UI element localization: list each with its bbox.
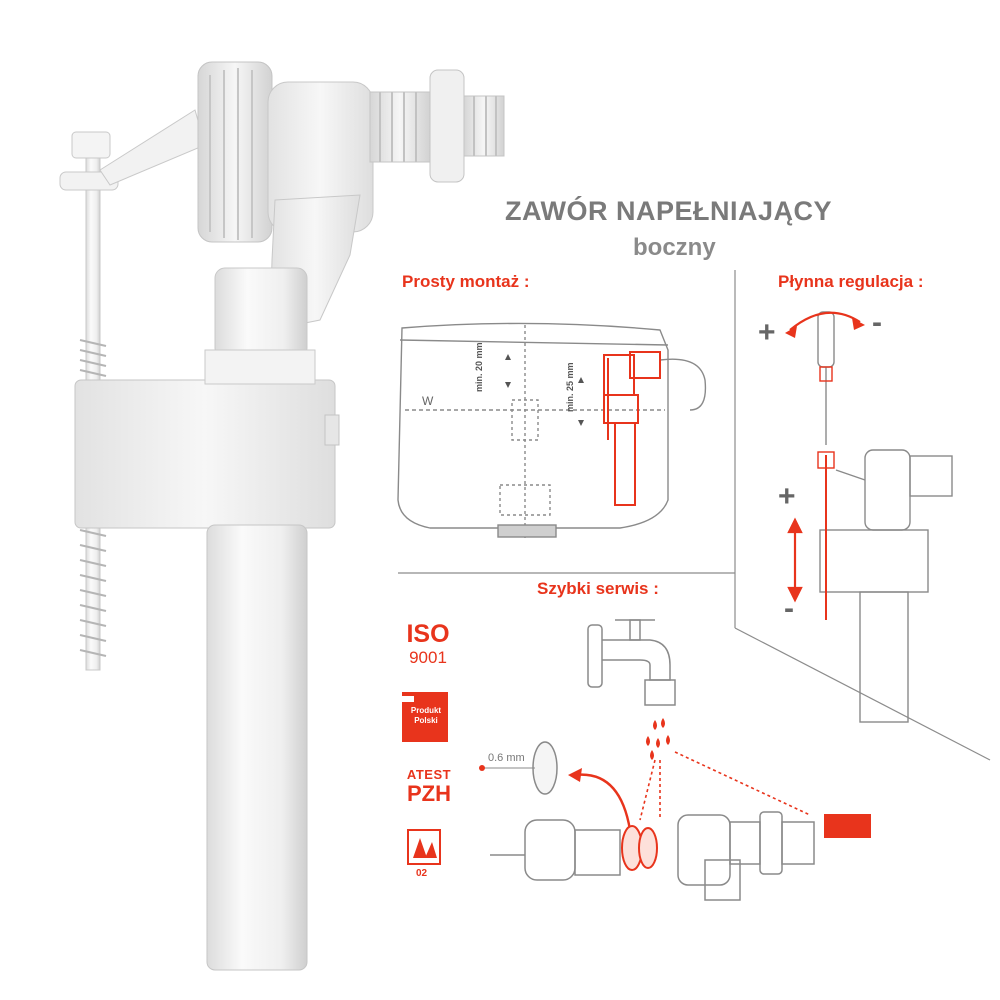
service-dotted-arrows (639, 751, 811, 821)
atest-top: ATEST (406, 767, 452, 782)
certificate-badge (407, 829, 441, 865)
float-box (74, 349, 340, 529)
water-level-label: W (422, 394, 434, 408)
minus-sign-side: - (784, 592, 794, 625)
tank-diagram (397, 322, 707, 540)
page-title: ZAWÓR NAPEŁNIAJĄCY (505, 196, 833, 226)
water-drops (646, 718, 670, 760)
produkt-polski-badge (402, 692, 448, 742)
page-subtitle: boczny (633, 234, 716, 261)
iso-badge-top: ISO (406, 620, 450, 648)
threaded-inlet (369, 69, 505, 183)
height-arrow (787, 517, 803, 603)
valve-neck (214, 267, 308, 359)
iso-badge: ISO 9001 (403, 620, 453, 667)
atest-bottom: PZH (407, 781, 451, 806)
membrane-arrow (574, 773, 632, 831)
valve-parts-exploded (490, 811, 815, 901)
cert-number: 02 (416, 868, 428, 879)
produkt-line2: Polski (414, 715, 438, 725)
atest-pzh-badge: ATEST PZH (402, 768, 456, 805)
float-arm (99, 109, 206, 186)
tank-valve-red (603, 351, 661, 506)
minus-sign-top: - (872, 306, 882, 339)
diagram-frame (398, 270, 991, 761)
produkt-line1: Produkt (410, 706, 442, 715)
min-20-label: min. 20 mm (474, 342, 484, 392)
section-smooth-adjust: Płynna regulacja : (778, 272, 924, 291)
membrane-gap-label: 0.6 mm (488, 752, 525, 764)
section-easy-mounting: Prosty montaż : (402, 272, 530, 291)
red-parts (621, 814, 871, 871)
membrane-disc (479, 741, 558, 795)
adjustment-diagram (817, 311, 953, 723)
valve-main-tube (206, 524, 308, 971)
section-quick-service: Szybki serwis : (537, 579, 659, 598)
faucet-diagram (587, 619, 676, 706)
top-nut (197, 61, 273, 243)
produkt-polski-text: Produkt Polski (404, 706, 448, 725)
tank-measure-arrows (505, 354, 584, 426)
min-25-label: min. 25 mm (565, 362, 575, 412)
plus-sign-side: + (778, 480, 796, 513)
plus-sign-top: + (758, 316, 776, 349)
iso-badge-bottom: 9001 (409, 648, 447, 667)
rotation-arrow (789, 311, 861, 331)
